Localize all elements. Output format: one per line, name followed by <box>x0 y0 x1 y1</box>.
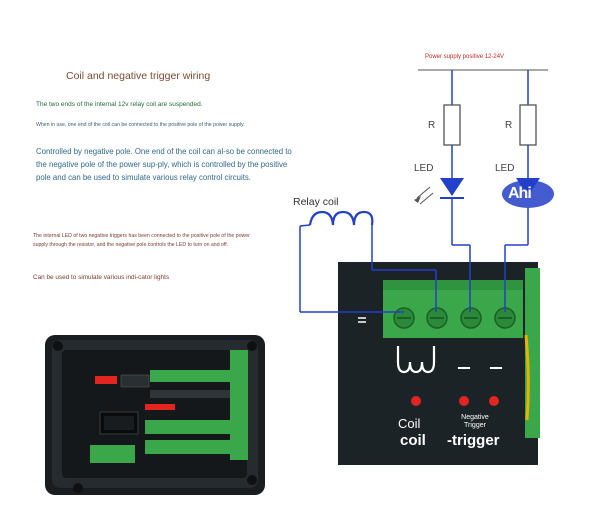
text-coil-positive: When in use, one end of the coil can be … <box>36 122 245 128</box>
screw-tl <box>53 341 63 351</box>
yellow-wire <box>524 334 530 421</box>
device-terminal-top <box>150 370 245 382</box>
device-red-strip <box>145 404 175 410</box>
wire-coil-left-join <box>299 224 311 227</box>
device-photo <box>45 335 265 495</box>
coil-symbol <box>396 346 436 374</box>
resistor-2 <box>519 104 537 146</box>
relay-coil-label: Relay coil <box>293 196 339 208</box>
screw-tr <box>247 341 257 351</box>
device-terminal-left <box>90 445 135 463</box>
board-coil-label: Coil <box>398 416 421 431</box>
text-negative-control: Controlled by negative pole. One end of … <box>36 147 292 182</box>
text-indicator-lights: Can be used to simulate various indi-cat… <box>33 274 170 281</box>
led-ray-arrow-1 <box>414 196 421 203</box>
led-ray-1b <box>419 192 434 205</box>
device-terminal-side <box>230 350 248 460</box>
board-coil-label-bold: coil <box>400 432 426 449</box>
led-1-label: LED <box>414 163 434 174</box>
led-diode-1 <box>440 178 464 196</box>
led-2-label: LED <box>495 163 515 174</box>
device-red-label <box>95 376 117 384</box>
psu-label: Power supply positive 12-24V <box>425 54 505 60</box>
screw-br <box>247 475 257 485</box>
device-terminal-bottom <box>145 440 245 454</box>
board-led-trigger-1 <box>459 396 469 406</box>
resistor-1 <box>443 104 461 146</box>
text-led-trigger: The internal LED of two negative trigger… <box>33 233 250 248</box>
resistor-2-label: R <box>505 120 513 131</box>
board-negative-trigger-label: Negative Trigger <box>461 414 489 429</box>
resistor-1-label: R <box>428 120 436 131</box>
text-coil-suspended: The two ends of the internal 12v relay c… <box>36 101 203 108</box>
screw-bl <box>73 483 83 493</box>
terminal-block-top <box>383 280 523 290</box>
board-led-coil <box>411 396 421 406</box>
led-ray-1a <box>416 186 431 199</box>
diagram-title: Coil and negative trigger wiring <box>66 70 211 82</box>
relay-coil-symbol <box>308 210 374 226</box>
led-2-overlay-text: Ahi <box>508 185 532 202</box>
board-trigger-label: -trigger <box>447 432 500 449</box>
board-led-trigger-2 <box>489 396 499 406</box>
device-terminal-mid <box>145 420 245 434</box>
led-glow-2 <box>502 180 554 208</box>
